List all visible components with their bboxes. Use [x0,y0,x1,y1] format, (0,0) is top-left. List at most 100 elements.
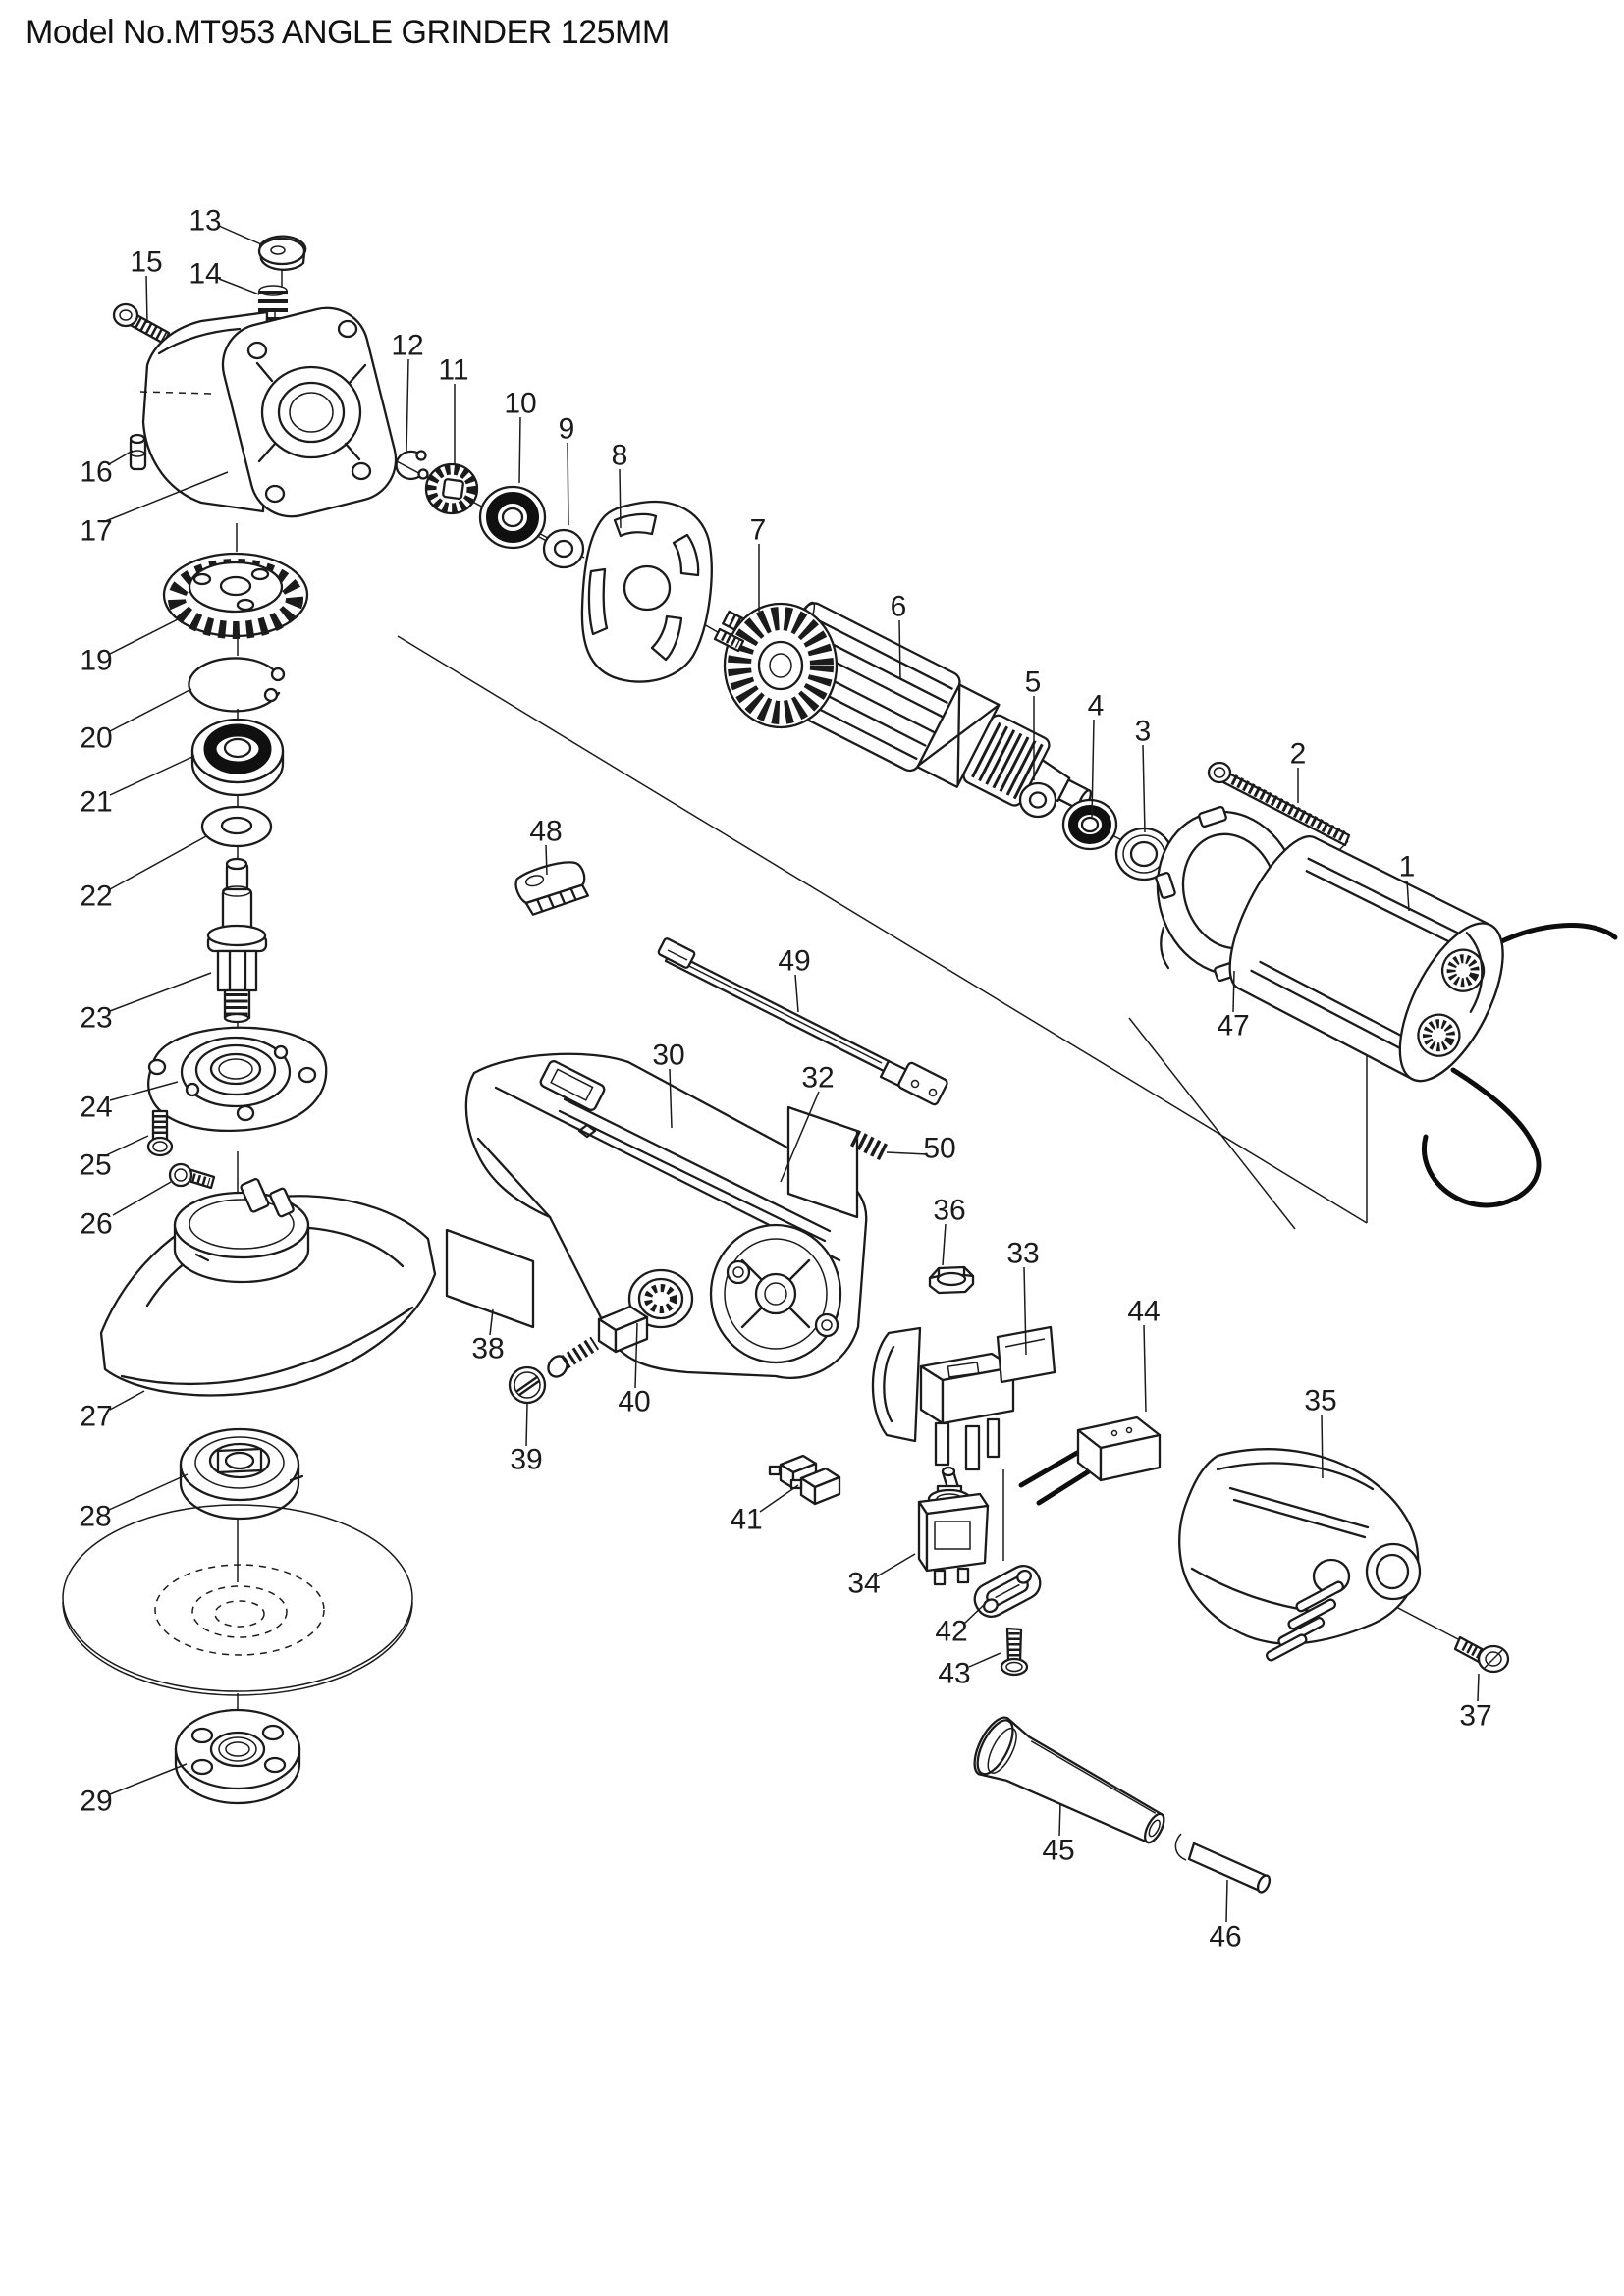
part-label-11: 11 [438,354,468,387]
part-label-13: 13 [189,205,221,238]
leader-line-15 [145,275,148,324]
part-label-10: 10 [504,388,536,420]
part-label-49: 49 [778,945,810,978]
part-label-16: 16 [80,456,112,489]
leader-line-44 [1143,1324,1147,1413]
leader-line-8 [619,468,622,529]
part-label-32: 32 [801,1062,834,1095]
part-14-spring [258,285,288,320]
part-8-baffle-plate [580,500,713,683]
part-label-4: 4 [1088,690,1105,722]
part-label-27: 27 [80,1401,112,1433]
part-label-5: 5 [1025,667,1042,699]
part-label-6: 6 [891,591,907,623]
leader-line-37 [1477,1673,1480,1702]
leader-line-4 [1091,719,1095,818]
part-49-slide-bar [657,937,948,1106]
part-label-25: 25 [79,1149,111,1182]
part-2-screw [1207,761,1351,847]
part-label-17: 17 [80,515,112,548]
part-label-1: 1 [1399,851,1416,883]
leader-line-17 [102,471,229,523]
part-41-terminal-connector [768,1454,841,1506]
leader-line-32 [780,1091,820,1183]
part-label-2: 2 [1290,738,1307,771]
part-12-snap-ring [395,450,429,481]
part-46-cord [1174,1833,1272,1894]
part-45-cord-guard [973,1716,1165,1844]
leader-line-3 [1142,744,1146,833]
leader-line-50 [886,1151,928,1155]
part-10-bearing [478,485,547,550]
part-9-washer [542,528,585,569]
part-label-23: 23 [80,1002,112,1035]
part-label-21: 21 [80,786,112,819]
part-16-pin [129,433,147,471]
part-label-19: 19 [80,645,112,677]
part-label-20: 20 [80,722,112,755]
leader-line-23 [109,972,212,1012]
leader-line-47 [1232,970,1235,1013]
part-label-41: 41 [730,1504,762,1536]
part-42-cord-clamp [973,1565,1042,1618]
part-22-washer [200,805,273,848]
part-44-capacitor [1018,1415,1162,1506]
leader-line-20 [109,688,192,732]
leader-line-40 [634,1322,638,1389]
part-20-circlip [188,657,286,713]
part-label-15: 15 [130,246,162,279]
part-39-brush-cap [508,1365,547,1405]
part-label-35: 35 [1304,1385,1336,1417]
part-30-motor-housing [464,1052,868,1379]
part-7-fan [713,602,839,729]
part-3-labyrinth-ring [1114,827,1173,881]
part-label-22: 22 [80,881,112,913]
leader-line-46 [1225,1879,1228,1923]
part-label-12: 12 [391,330,423,362]
leader-line-14 [218,278,260,295]
leader-line-49 [794,974,799,1013]
part-35-rear-cover [1178,1448,1422,1662]
leader-line-26 [112,1181,172,1216]
leader-line-1 [1406,880,1410,912]
part-36-ring-nut [928,1265,975,1295]
leader-line-24 [109,1081,179,1101]
part-label-7: 7 [750,514,767,547]
leader-line-34 [876,1553,916,1577]
leader-line-33 [1023,1266,1027,1356]
part-label-43: 43 [938,1658,970,1690]
part-label-29: 29 [80,1786,112,1818]
part-label-3: 3 [1135,716,1152,748]
part-label-50: 50 [923,1133,955,1165]
leader-line-45 [1058,1802,1061,1837]
leader-line-13 [218,225,262,245]
part-29-lock-nut [174,1708,301,1805]
part-43-screw [1000,1627,1029,1677]
part-11-pinion-gear [424,462,479,515]
part-1-field-stator [1228,835,1618,1208]
part-label-8: 8 [612,440,628,472]
leader-line-36 [942,1223,947,1266]
part-label-24: 24 [80,1092,112,1124]
leader-line-10 [518,416,521,484]
leader-line-21 [109,755,195,796]
part-37-screw [1453,1635,1510,1674]
part-21-bearing [190,718,285,797]
leader-line-42 [963,1603,986,1625]
part-label-48: 48 [529,816,562,848]
grinding-disc [62,1504,413,1696]
leader-line-25 [103,1135,149,1157]
part-label-42: 42 [935,1616,967,1648]
part-label-28: 28 [79,1501,111,1533]
part-label-47: 47 [1217,1010,1249,1042]
leader-line-29 [109,1763,188,1795]
guard-clamp-ring [173,1178,310,1284]
part-50-spring [849,1129,889,1161]
part-label-45: 45 [1042,1835,1074,1867]
part-label-34: 34 [847,1568,880,1600]
part-48-slide-button [514,861,590,916]
leader-line-16 [108,450,134,465]
leader-line-22 [109,835,207,890]
part-25-screw [146,1109,174,1157]
